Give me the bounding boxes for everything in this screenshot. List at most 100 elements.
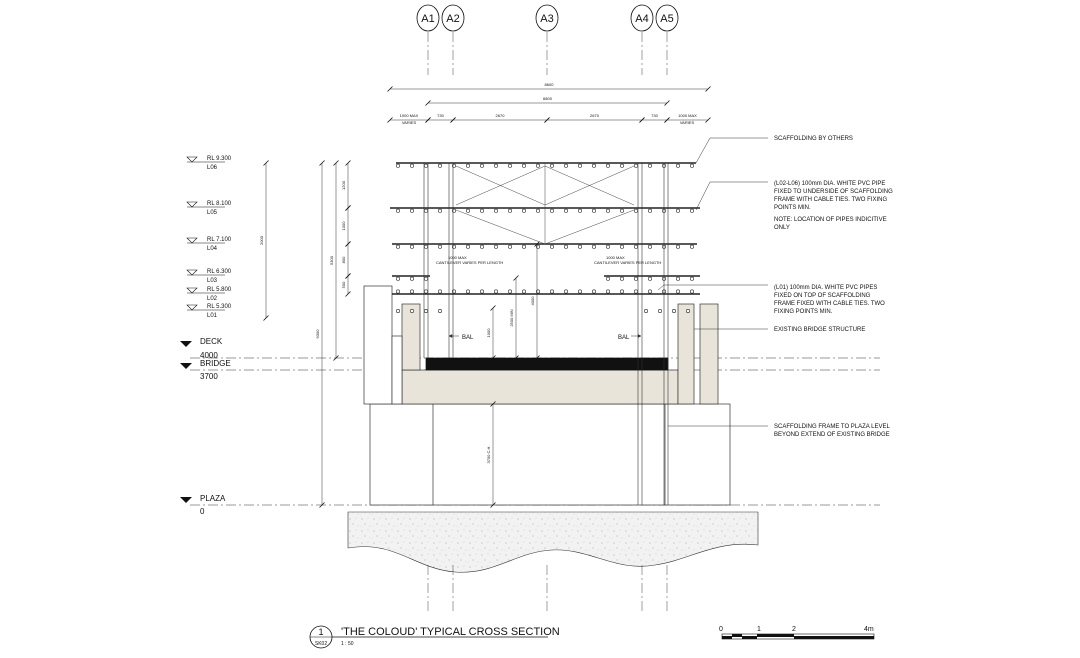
title-block: 1 SK02 'THE COLOUD' TYPICAL CROSS SECTIO… bbox=[309, 625, 560, 649]
pvc-pipe bbox=[507, 208, 512, 213]
pvc-pipe bbox=[507, 244, 512, 249]
datum-labels: DECK 4000 BRIDGE 3700 PLAZA 0 bbox=[180, 337, 231, 516]
grid-label: A5 bbox=[660, 13, 673, 25]
note-l01-line-2: FIXED ON TOP OF SCAFFOLDING bbox=[774, 293, 871, 299]
dim-deck-clear-tick bbox=[513, 275, 519, 281]
bracing bbox=[455, 165, 546, 206]
sheet-reference: SK02 bbox=[315, 641, 327, 647]
level-tag: L03 bbox=[207, 278, 218, 284]
datum-plaza-value: 0 bbox=[200, 507, 205, 516]
pvc-pipe bbox=[633, 208, 638, 213]
pvc-pipe bbox=[395, 276, 400, 281]
pvc-pipe bbox=[493, 163, 498, 168]
pvc-pipe bbox=[563, 289, 568, 294]
grid-label: A3 bbox=[540, 13, 553, 25]
dim-segment-label: 1000 MAX bbox=[400, 113, 419, 118]
note-pipes-line-3: FRAME WITH CABLE TIES. TWO FIXING bbox=[774, 197, 887, 203]
pvc-pipe bbox=[521, 244, 526, 249]
pvc-pipe bbox=[535, 208, 540, 213]
datum-deck-name: DECK bbox=[200, 337, 223, 346]
pvc-pipe bbox=[395, 163, 400, 168]
pvc-pipe bbox=[689, 289, 694, 294]
pvc-pipe bbox=[605, 244, 610, 249]
pvc-pipe bbox=[549, 208, 554, 213]
dim-mid-tick bbox=[263, 315, 269, 321]
pvc-pipe bbox=[689, 276, 694, 281]
bal-label-left: BAL bbox=[462, 335, 474, 341]
pvc-pipe bbox=[563, 208, 568, 213]
pvc-pipe bbox=[647, 244, 652, 249]
dim-under-bridge-tick bbox=[490, 401, 496, 407]
note-pipes-line-7: ONLY bbox=[774, 225, 790, 231]
level-tag: L05 bbox=[207, 210, 218, 216]
pvc-pipe bbox=[591, 208, 596, 213]
pvc-pipe bbox=[465, 163, 470, 168]
dim-segment-tick bbox=[387, 117, 393, 123]
pvc-pipe bbox=[657, 308, 662, 313]
pvc-pipe bbox=[689, 208, 694, 213]
level-rl: RL 5.300 bbox=[207, 304, 232, 310]
pvc-pipe bbox=[423, 308, 428, 313]
level-marker-icon bbox=[186, 237, 198, 244]
pvc-pipe bbox=[437, 208, 442, 213]
dim-deck-mid-tick bbox=[534, 241, 540, 247]
dim-tier-label: 800 bbox=[341, 256, 346, 263]
dim-segment-tick bbox=[544, 117, 550, 123]
level-marker-icon bbox=[186, 287, 198, 294]
dim-overall-label: 8600 bbox=[545, 82, 555, 87]
pvc-pipe bbox=[577, 289, 582, 294]
grid-bubble bbox=[441, 4, 465, 32]
pvc-pipe bbox=[675, 276, 680, 281]
pvc-pipe bbox=[465, 289, 470, 294]
dim-total-label: 9300 bbox=[315, 329, 320, 339]
grid-bubble bbox=[655, 4, 679, 32]
level-marker-icon bbox=[186, 304, 198, 311]
dim-total-tick bbox=[319, 502, 325, 508]
bal-arrows bbox=[448, 334, 642, 338]
bal-label-right: BAL bbox=[618, 335, 630, 341]
pvc-pipe bbox=[423, 208, 428, 213]
pvc-pipe bbox=[577, 244, 582, 249]
pvc-pipe bbox=[437, 244, 442, 249]
bracing bbox=[544, 209, 635, 245]
pvc-pipe bbox=[591, 244, 596, 249]
grid-bubble bbox=[630, 4, 654, 32]
pvc-pipe bbox=[409, 244, 414, 249]
drawing-title: 'THE COLOUD' TYPICAL CROSS SECTION bbox=[341, 626, 560, 638]
note-pipes-line-2: FIXED TO UNDERSIDE OF SCAFFOLDING bbox=[774, 189, 893, 195]
pvc-pipe bbox=[521, 163, 526, 168]
datum-plaza-name: PLAZA bbox=[200, 494, 226, 503]
pvc-pipe bbox=[493, 244, 498, 249]
scale-bar: 0 1 2 4m bbox=[719, 626, 875, 640]
bracing bbox=[544, 165, 635, 206]
scale-1: 1 bbox=[757, 626, 761, 633]
dim-segment-label: 1000 MAX bbox=[678, 113, 697, 118]
dim-deck-mid-label: 4000 bbox=[530, 296, 535, 306]
scale-0: 0 bbox=[719, 626, 723, 633]
pvc-pipe bbox=[647, 289, 652, 294]
level-marker-icon bbox=[186, 156, 198, 163]
note-frame-line-2: BEYOND EXTEND OF EXISTING BRIDGE bbox=[774, 432, 890, 438]
dim-segment-tick bbox=[705, 117, 711, 123]
pvc-pipe bbox=[493, 289, 498, 294]
note-pipes-line-6: NOTE: LOCATION OF PIPES INDICITIVE bbox=[774, 217, 887, 223]
dim-tier-label: 1000 bbox=[341, 221, 346, 231]
dim-deck-top-tick bbox=[333, 355, 339, 361]
drawing-scale: 1 : 50 bbox=[341, 641, 354, 647]
pvc-pipe bbox=[395, 244, 400, 249]
datum-marker-icon bbox=[180, 341, 192, 347]
pvc-pipe bbox=[619, 244, 624, 249]
dim-segment-tick bbox=[425, 117, 431, 123]
dim-tier-label: 500 bbox=[341, 281, 346, 288]
dim-under-bridge-tick bbox=[490, 502, 496, 508]
pvc-pipe bbox=[619, 208, 624, 213]
level-rl: RL 9.300 bbox=[207, 156, 232, 162]
note-l01-line-3: FRAME FIXED WITH CABLE TIES. TWO bbox=[774, 301, 885, 307]
note-bridge: EXISTING BRIDGE STRUCTURE bbox=[774, 327, 865, 333]
dim-tier-tick bbox=[345, 241, 351, 247]
dim-tier-tick bbox=[345, 273, 351, 279]
pvc-pipe bbox=[563, 244, 568, 249]
